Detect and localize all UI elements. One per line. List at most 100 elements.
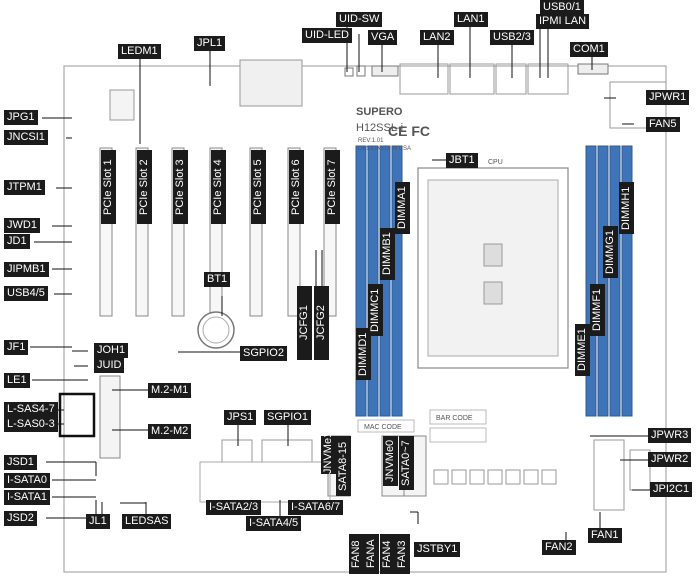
label-ledsas: LEDSAS: [122, 514, 172, 529]
jpwr2-connector: [593, 439, 625, 511]
label-pcie-slot-5: PCIe Slot 5: [251, 150, 266, 224]
board-designed: DESIGNED IN USA: [358, 146, 411, 152]
label-isata23: I-SATA2/3: [206, 500, 262, 515]
label-m2m1: M.2-M1: [148, 383, 192, 398]
label-jtpm1: JTPM1: [4, 180, 45, 195]
label-pcie-slot-4: PCIe Slot 4: [211, 150, 226, 224]
isata-connectors: [199, 461, 331, 503]
label-vga: VGA: [368, 30, 398, 45]
label-lsas03: L-SAS0-3: [4, 417, 58, 432]
lsas-connector: [58, 392, 96, 438]
label-sgpio2: SGPIO2: [240, 346, 287, 361]
m2-slot: [99, 375, 121, 459]
label-dimmc1: DIMMC1: [368, 284, 383, 336]
label-sgpio1: SGPIO1: [264, 410, 311, 425]
label-juid: JUID: [94, 358, 125, 373]
label-ledm1: LEDM1: [118, 44, 161, 59]
label-jipmb1: JIPMB1: [4, 262, 49, 277]
label-bt1: BT1: [204, 272, 231, 287]
label-sata815: SATA8-15: [336, 436, 351, 496]
label-m2m2: M.2-M2: [148, 424, 192, 439]
label-fan4: FAN4: [380, 534, 395, 574]
label-jl1: JL1: [86, 514, 110, 529]
label-jpl1: JPL1: [194, 36, 226, 51]
label-dimmg1: DIMMG1: [603, 226, 618, 278]
label-jsd1: JSD1: [4, 455, 37, 470]
mac-code-text: MAC CODE: [364, 424, 402, 431]
label-lsas47: L-SAS4-7: [4, 402, 58, 417]
label-uid-sw: UID-SW: [336, 12, 383, 27]
label-fan1: FAN1: [588, 528, 622, 543]
label-fan5: FAN5: [646, 117, 680, 132]
label-jbt1: JBT1: [446, 153, 478, 168]
bar-code-box2: [429, 427, 487, 443]
cpu-silk: CPU: [488, 159, 503, 166]
label-jwd1: JWD1: [4, 218, 40, 233]
label-pcie-slot-1: PCIe Slot 1: [101, 150, 116, 224]
usb23-connector: [495, 63, 527, 95]
label-fan2: FAN2: [542, 540, 576, 555]
label-pcie-slot-6: PCIe Slot 6: [289, 150, 304, 224]
bar-code-box1: [429, 409, 487, 425]
label-jncsi1: JNCSI1: [4, 130, 48, 145]
label-dimmf1: DIMMF1: [590, 284, 605, 336]
battery-inner: [202, 316, 230, 344]
label-jstby1: JSTBY1: [414, 542, 461, 557]
board-rev: REV:1.01: [358, 138, 384, 144]
label-dimma1: DIMMA1: [395, 182, 410, 234]
dimm-right-group: [585, 145, 633, 417]
bar-code-text: BAR CODE: [436, 415, 473, 422]
label-sata07: SATA0~7: [399, 436, 414, 490]
port-row: [433, 469, 557, 485]
label-jpwr1: JPWR1: [646, 90, 690, 105]
jpl1-chip: [239, 59, 303, 107]
label-usb23: USB2/3: [490, 30, 534, 45]
small-chip: [109, 89, 135, 121]
lan1-connector: [449, 63, 495, 95]
label-fana: FANA: [364, 534, 379, 574]
label-joh1: JOH1: [94, 343, 129, 358]
label-jnvme1: JNVMe1: [321, 431, 336, 474]
label-fan3: FAN3: [395, 534, 410, 574]
label-lan2: LAN2: [420, 30, 454, 45]
board-model: H12SSL-i: [356, 122, 403, 134]
com1-connector: [577, 63, 609, 75]
label-jpi2c1: JPI2C1: [650, 482, 693, 497]
label-isata1: I-SATA1: [4, 490, 50, 505]
label-le1: LE1: [4, 373, 30, 388]
label-pcie-slot-3: PCIe Slot 3: [173, 150, 188, 224]
label-dimmh1: DIMMH1: [619, 182, 634, 234]
label-usb45: USB4/5: [4, 286, 48, 301]
label-jcfg2: JCFG2: [314, 286, 329, 360]
label-isata0: I-SATA0: [4, 473, 50, 488]
label-ipmi-lan: IPMI LAN: [536, 14, 590, 29]
dimm-left-group: [355, 145, 403, 417]
label-jpwr2: JPWR2: [648, 452, 692, 467]
vga-connector: [371, 65, 399, 77]
label-pcie-slot-2: PCIe Slot 2: [137, 150, 152, 224]
label-uid-led: UID-LED: [302, 28, 353, 43]
label-lan1: LAN1: [454, 12, 488, 27]
jpwr1-connector: [609, 81, 667, 129]
label-usb01: USB0/1: [540, 0, 584, 15]
label-jsd2: JSD2: [4, 511, 37, 526]
label-com1: COM1: [570, 42, 608, 57]
mac-code-box: [357, 419, 415, 433]
uid-led-connector: [356, 65, 366, 77]
label-jnvme0: JNVMe0: [383, 436, 398, 486]
label-dimmb1: DIMMB1: [380, 228, 395, 280]
label-jf1: JF1: [4, 340, 29, 355]
label-jpwr3: JPWR3: [648, 428, 692, 443]
label-jcfg1: JCFG1: [297, 286, 312, 360]
label-jd1: JD1: [4, 234, 30, 249]
label-pcie-slot-7: PCIe Slot 7: [325, 150, 340, 224]
label-fan8: FAN8: [349, 534, 364, 574]
label-jpg1: JPG1: [4, 110, 38, 125]
cpu-socket-inner: [427, 179, 559, 357]
uid-sw-connector: [344, 67, 354, 77]
label-dimme1: DIMME1: [575, 324, 590, 376]
lan2-connector: [399, 63, 449, 95]
label-isata67: I-SATA6/7: [288, 500, 344, 515]
